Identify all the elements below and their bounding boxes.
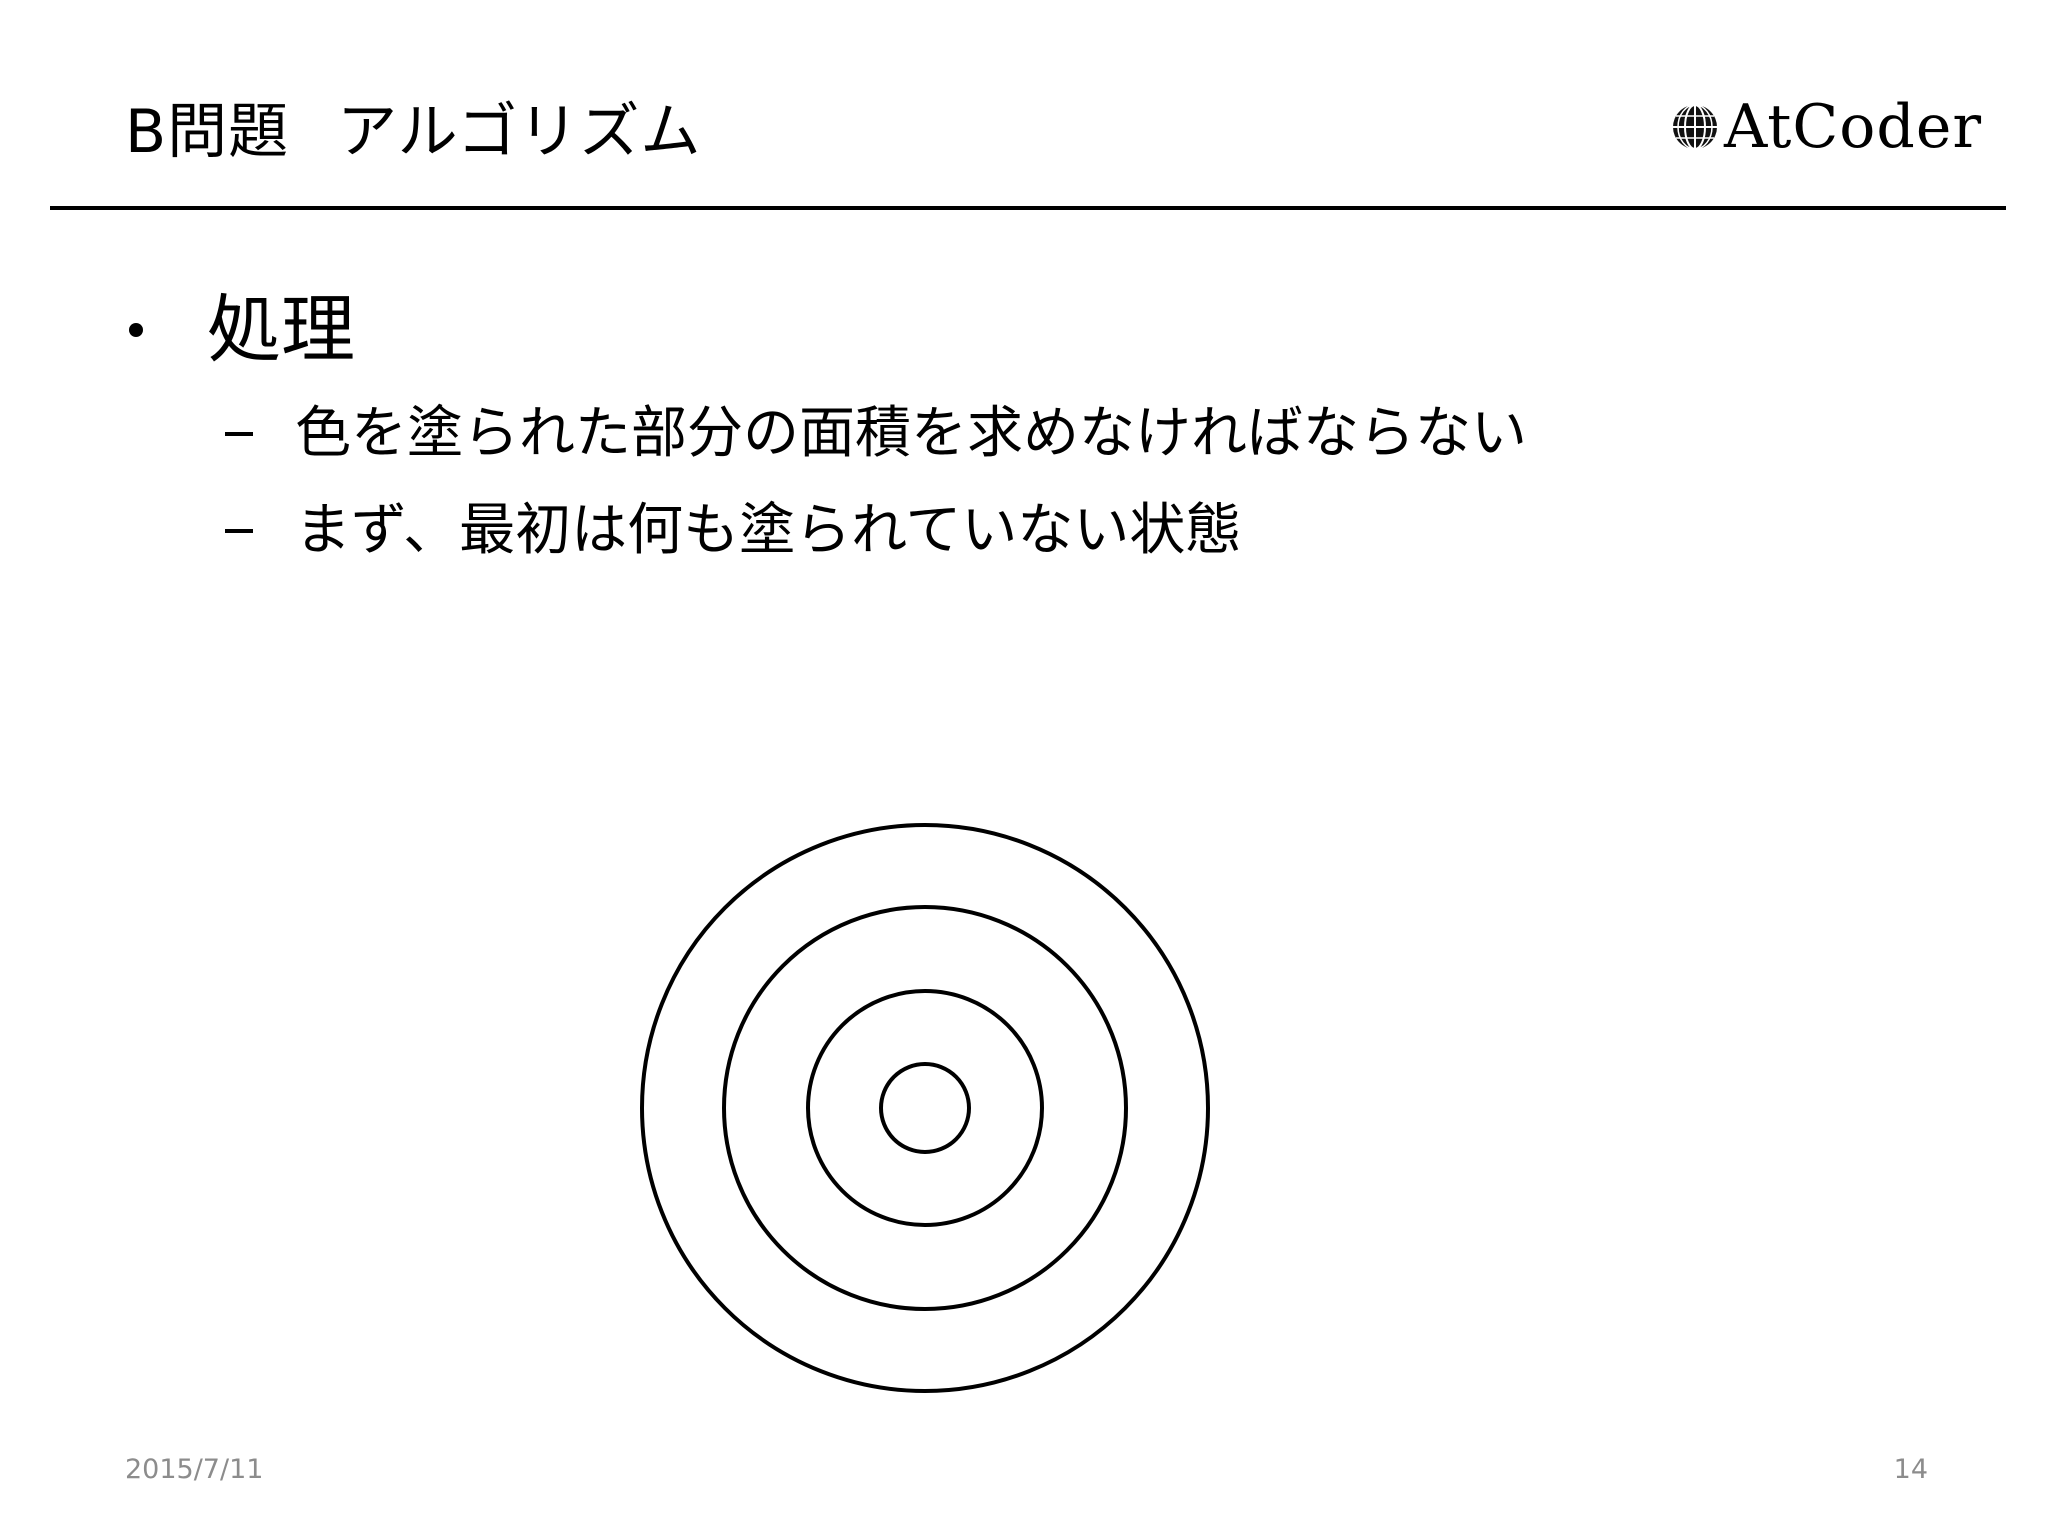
atcoder-logo: AtCoder bbox=[1670, 92, 1982, 162]
footer-date: 2015/7/11 bbox=[125, 1454, 264, 1485]
page-number: 14 bbox=[1893, 1454, 1928, 1485]
circle-ring-4 bbox=[640, 823, 1210, 1393]
bullet-text: 処理 bbox=[207, 287, 355, 373]
sub-bullet-item: まず、最初は何も塗られていない状態 bbox=[225, 491, 1241, 571]
circle-ring-2 bbox=[806, 989, 1044, 1227]
concentric-circles-diagram bbox=[640, 823, 1210, 1393]
circle-ring-1 bbox=[879, 1062, 971, 1154]
bullet-item: 処理 bbox=[125, 285, 355, 375]
title-divider bbox=[50, 206, 2006, 210]
globe-icon bbox=[1673, 104, 1717, 150]
sub-bullet-text: まず、最初は何も塗られていない状態 bbox=[295, 498, 1242, 563]
sub-bullet-text: 色を塗られた部分の面積を求めなければならない bbox=[295, 401, 1527, 466]
dash-icon bbox=[225, 529, 253, 533]
bullet-dot-icon bbox=[129, 323, 143, 337]
title-main: B問題 bbox=[125, 97, 290, 167]
title-sub: アルゴリズム bbox=[337, 97, 702, 167]
dash-icon bbox=[225, 432, 253, 436]
circle-ring-3 bbox=[722, 905, 1128, 1311]
logo-text: AtCoder bbox=[1724, 92, 1983, 162]
sub-bullet-item: 色を塗られた部分の面積を求めなければならない bbox=[225, 394, 1527, 474]
slide-title: B問題アルゴリズム bbox=[125, 92, 701, 172]
